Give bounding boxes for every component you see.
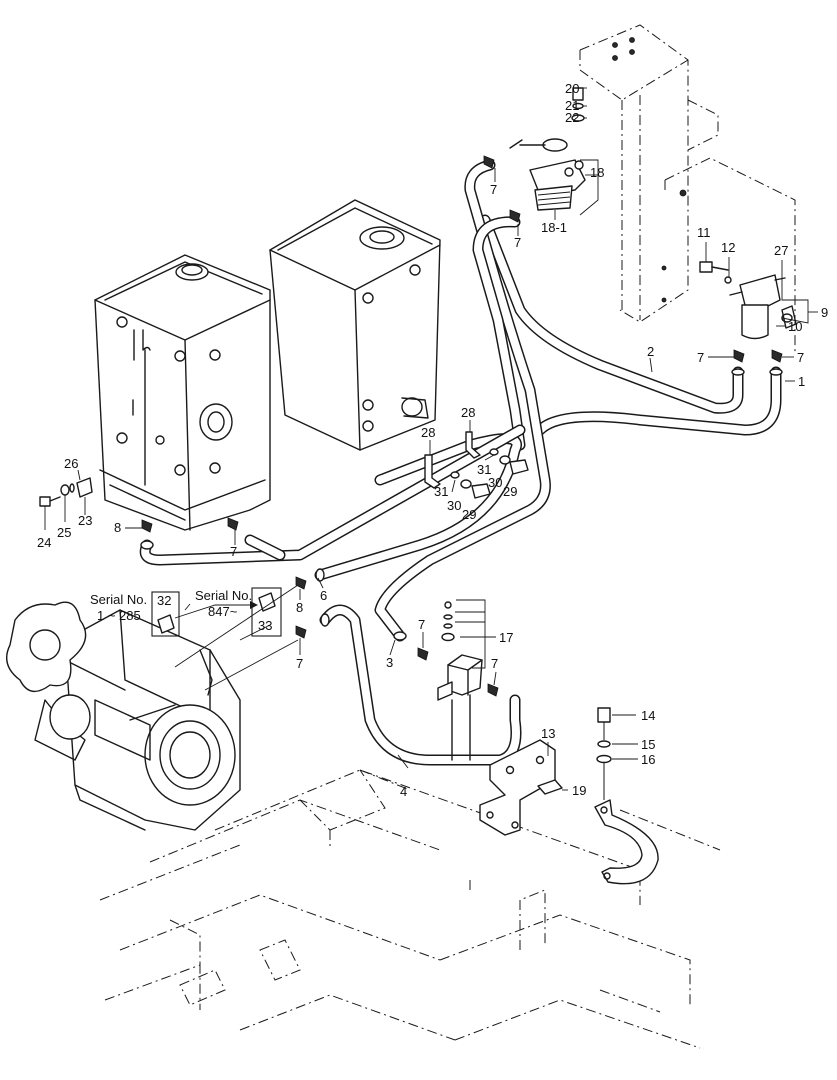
callout-7-d: 7 — [797, 350, 804, 365]
callout-26: 26 — [64, 456, 78, 471]
callout-12: 12 — [721, 240, 735, 255]
callout-32: 32 — [157, 593, 171, 608]
callout-7-g: 7 — [418, 617, 425, 632]
serial-range-right: 847~ — [208, 604, 238, 619]
callout-22: 22 — [565, 110, 579, 125]
fuel-pump-icon — [437, 601, 483, 761]
callout-16: 16 — [641, 752, 655, 767]
callout-28-a: 28 — [461, 405, 475, 420]
hydraulic-tank-icon — [269, 199, 441, 451]
callout-29-a: 29 — [503, 484, 517, 499]
callout-2: 2 — [647, 344, 654, 359]
callout-23: 23 — [78, 513, 92, 528]
callout-29-b: 29 — [462, 507, 476, 522]
callout-30-b: 30 — [447, 498, 461, 513]
callout-31-b: 31 — [434, 484, 448, 499]
water-separator-icon — [699, 261, 797, 340]
callout-6: 6 — [320, 588, 327, 603]
callout-19: 19 — [572, 783, 586, 798]
hoses — [139, 159, 783, 766]
serial-box-left — [151, 591, 180, 637]
callout-15: 15 — [641, 737, 655, 752]
callout-27: 27 — [774, 243, 788, 258]
callout-24: 24 — [37, 535, 51, 550]
callout-18-1: 18-1 — [541, 220, 567, 235]
callout-18: 18 — [590, 165, 604, 180]
engine-icon — [6, 601, 241, 831]
callout-7-b: 7 — [514, 235, 521, 250]
callout-25: 25 — [57, 525, 71, 540]
callout-17: 17 — [499, 630, 513, 645]
fuel-filter-icon — [509, 87, 586, 211]
serial-notes: Serial No. 1 ~ 285 Serial No. 847~ — [90, 587, 282, 637]
mount-column — [579, 24, 796, 355]
callout-7-f: 7 — [296, 656, 303, 671]
serial-box-right — [251, 587, 282, 637]
fuel-tank-icon — [94, 254, 271, 531]
leader-lines — [44, 87, 818, 791]
callout-9: 9 — [821, 305, 828, 320]
callout-10: 10 — [788, 319, 802, 334]
callout-numbers: 20 21 22 18 18-1 7 7 11 12 27 9 10 7 7 2… — [37, 81, 828, 799]
callout-8-a: 8 — [114, 520, 121, 535]
callout-7-h: 7 — [491, 656, 498, 671]
callout-4: 4 — [400, 784, 407, 799]
callout-20: 20 — [565, 81, 579, 96]
bracket-icon — [479, 707, 659, 885]
callout-3: 3 — [386, 655, 393, 670]
serial-label-left: Serial No. — [90, 592, 147, 607]
callout-7-a: 7 — [490, 182, 497, 197]
callout-7-e: 7 — [230, 544, 237, 559]
callout-7-c: 7 — [697, 350, 704, 365]
callout-13: 13 — [541, 726, 555, 741]
callout-28-b: 28 — [421, 425, 435, 440]
callout-14: 14 — [641, 708, 655, 723]
serial-label-right: Serial No. — [195, 588, 252, 603]
callout-1: 1 — [798, 374, 805, 389]
callout-33: 33 — [258, 618, 272, 633]
callout-30-a: 30 — [488, 475, 502, 490]
callout-8-b: 8 — [296, 600, 303, 615]
callout-31-a: 31 — [477, 462, 491, 477]
small-hardware — [39, 155, 783, 697]
serial-range-left: 1 ~ 285 — [97, 608, 141, 623]
callout-21: 21 — [565, 98, 579, 113]
callout-11: 11 — [697, 225, 711, 240]
